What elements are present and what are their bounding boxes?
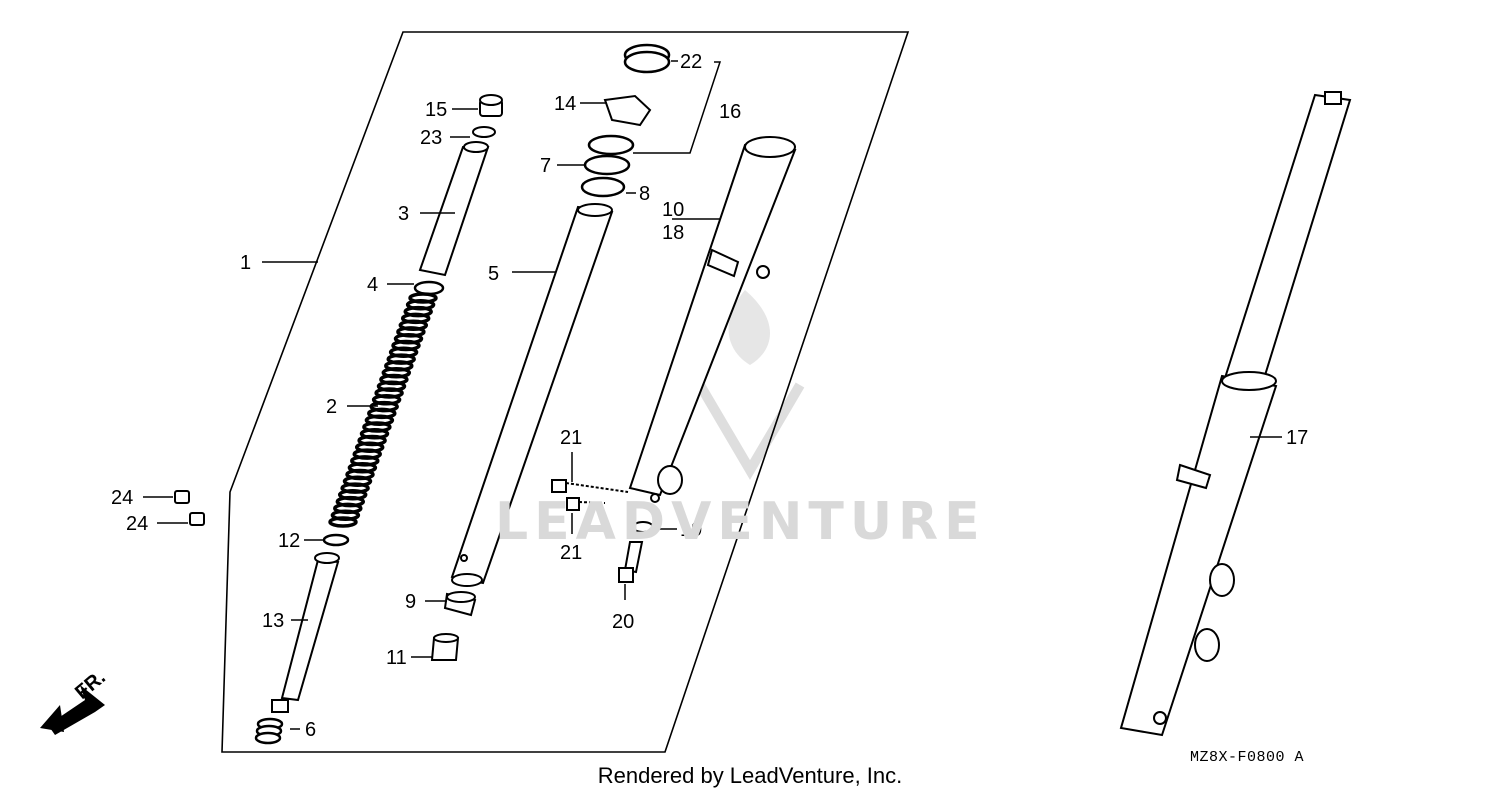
part-13-rod <box>271 552 340 713</box>
callout-17: 17 <box>1286 427 1308 449</box>
callout-24a: 24 <box>111 487 133 509</box>
callout-18: 18 <box>662 222 684 244</box>
part-11-lock <box>430 633 460 661</box>
leader-lines <box>143 60 1282 730</box>
callout-11: 11 <box>386 647 407 669</box>
callout-22: 22 <box>680 51 702 73</box>
callout-9: 9 <box>405 591 416 613</box>
footer-credit: Rendered by LeadVenture, Inc. <box>597 763 903 788</box>
part-12-ring <box>322 533 350 547</box>
callout-21a: 21 <box>560 427 582 449</box>
assembly-boundary <box>221 31 910 753</box>
callout-1: 1 <box>240 252 251 274</box>
front-direction-label: FR. <box>71 666 110 704</box>
bolts <box>551 479 654 583</box>
callout-10: 10 <box>662 199 684 221</box>
front-direction-arrow <box>40 685 105 735</box>
part-17-fork-assembly <box>1119 91 1352 737</box>
callout-7: 7 <box>540 155 551 177</box>
part-10-slider <box>628 136 797 503</box>
callout-4: 4 <box>367 274 378 296</box>
callout-2: 2 <box>326 396 337 418</box>
callout-20: 20 <box>612 611 634 633</box>
part-4-washer <box>413 280 445 296</box>
callout-3: 3 <box>398 203 409 225</box>
diagram-code: MZ8X-F0800 A <box>1190 749 1305 766</box>
part-9-bushing <box>443 591 477 617</box>
callout-24b: 24 <box>126 513 148 535</box>
callout-23: 23 <box>420 127 442 149</box>
callout-16: 16 <box>719 101 741 123</box>
callout-5: 5 <box>488 263 499 285</box>
watermark-logo <box>695 290 805 480</box>
part-24-screws <box>174 490 205 526</box>
callout-19: 19 <box>680 519 702 541</box>
seal-stack <box>580 43 671 198</box>
callout-21b: 21 <box>560 542 582 564</box>
spring-coil <box>328 516 358 528</box>
part-5-fork-tube <box>450 203 614 587</box>
part-2-spring <box>328 292 438 528</box>
part-15-cap-bolt <box>472 94 503 138</box>
part-3-tube <box>418 141 490 277</box>
callout-15: 15 <box>425 99 447 121</box>
callout-14: 14 <box>554 93 576 115</box>
callout-12: 12 <box>278 530 300 552</box>
part-6-spring <box>254 717 284 745</box>
watermark-text: LEADVENTURE <box>495 492 986 552</box>
callout-13: 13 <box>262 610 284 632</box>
callout-8: 8 <box>639 183 650 205</box>
callout-6: 6 <box>305 719 316 741</box>
